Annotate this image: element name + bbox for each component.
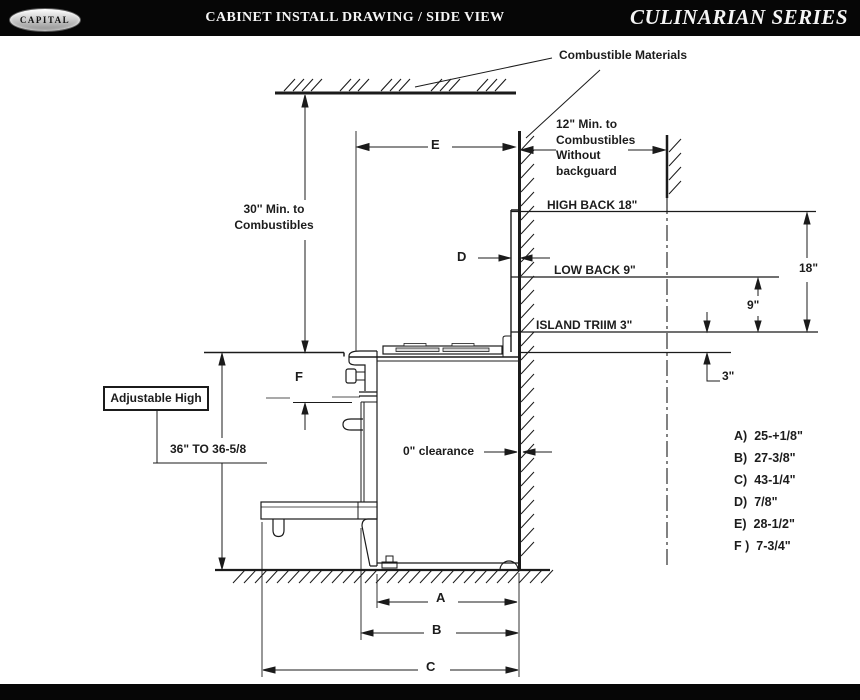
dim-3-label: 3": [722, 369, 735, 383]
capital-logo: CAPITAL: [9, 8, 81, 32]
low-back-label: LOW BACK 9": [554, 263, 636, 277]
letter-f-label: F: [295, 369, 303, 384]
letter-e-label: E: [431, 137, 440, 152]
dim-key: B): [734, 451, 748, 465]
range-height-label: 36" TO 36-5/8: [170, 442, 247, 456]
min-30-label: 30'' Min. to Combustibles: [234, 202, 314, 232]
letter-a-label: A: [436, 590, 446, 605]
adjustable-high-box: Adjustable High: [103, 386, 209, 411]
list-item: A) 25-+1/8": [734, 429, 803, 443]
dim-key: A): [734, 429, 748, 443]
island-trim-label: ISLAND TRIIM 3": [536, 318, 633, 332]
dim-key: E): [734, 517, 747, 531]
adjustable-high-label: Adjustable High: [110, 390, 202, 405]
dim-key: C): [734, 473, 748, 487]
letter-b-label: B: [432, 622, 442, 637]
letter-d-label: D: [457, 249, 467, 264]
dim-value: 28-1/2": [753, 517, 795, 531]
dimension-lines: [153, 94, 811, 677]
range-profile: [260, 335, 519, 571]
dim-value: 7-3/4": [756, 539, 791, 553]
leader-lines: [414, 57, 601, 139]
min-12-label: 12" Min. to Combustibles Without backgua…: [556, 117, 636, 178]
dim-18-label: 18": [799, 261, 819, 275]
dim-key: F ): [734, 539, 750, 553]
floor: [215, 568, 554, 584]
rear-wall: [518, 131, 535, 570]
zero-clearance-label: 0" clearance: [403, 444, 475, 458]
high-back-label: HIGH BACK 18": [547, 198, 638, 212]
page-title: CABINET INSTALL DRAWING / SIDE VIEW: [205, 10, 505, 25]
combustible-materials-label: Combustible Materials: [559, 48, 688, 62]
list-item: E) 28-1/2": [734, 517, 803, 531]
dim-value: 43-1/4": [754, 473, 796, 487]
countertop-left: [204, 351, 345, 357]
dim-9-label: 9": [747, 298, 760, 312]
dim-key: D): [734, 495, 748, 509]
dim-value: 27-3/8": [754, 451, 796, 465]
dimension-value-list: A) 25-+1/8" B) 27-3/8" C) 43-1/4" D) 7/8" E)…: [734, 429, 803, 553]
list-item: B) 27-3/8": [734, 451, 803, 465]
backguard: [510, 209, 519, 352]
list-item: D) 7/8": [734, 495, 803, 509]
list-item: C) 43-1/4": [734, 473, 803, 487]
outer-wall: [665, 135, 682, 565]
series-title: CULINARIAN SERIES: [630, 5, 848, 29]
dim-value: 25-+1/8": [754, 429, 803, 443]
letter-c-label: C: [426, 659, 436, 674]
ceiling: [275, 78, 516, 95]
list-item: F ) 7-3/4": [734, 539, 803, 553]
capital-logo-text: CAPITAL: [19, 15, 71, 25]
back-option-lines: [511, 210, 818, 354]
dim-value: 7/8": [754, 495, 778, 509]
header-bar: CAPITAL CABINET INSTALL DRAWING / SIDE V…: [0, 0, 860, 36]
footer-bar: [0, 684, 860, 700]
